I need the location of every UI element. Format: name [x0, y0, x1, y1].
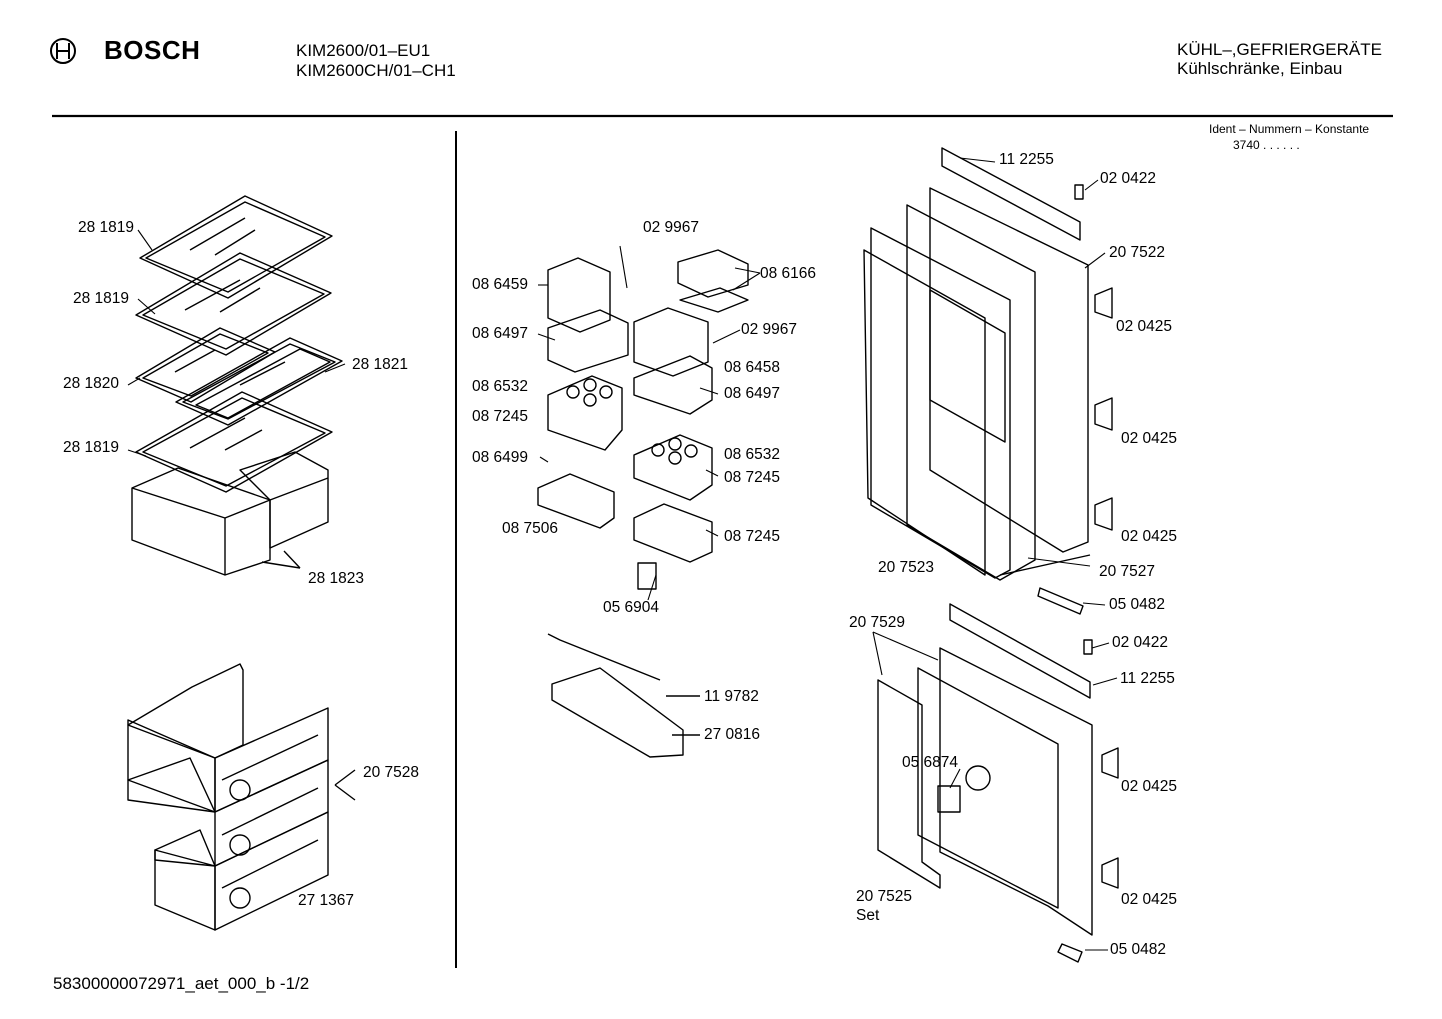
part-label: 02 0422	[1112, 634, 1169, 651]
part-label: 20 7523	[878, 559, 935, 576]
part-label: 08 6499	[472, 449, 529, 466]
part-label: 20 7525	[856, 888, 913, 905]
part-label: 08 7245	[724, 528, 781, 545]
part-label: 28 1823	[308, 570, 365, 587]
glass-shelf-bottom	[135, 391, 333, 493]
part-label: 28 1820	[63, 375, 120, 392]
part-label: 08 6532	[472, 378, 529, 395]
part-label: 11 2255	[1120, 670, 1175, 687]
part-label: 02 9967	[741, 321, 798, 338]
leader-lines	[127, 157, 1118, 951]
drawers	[127, 663, 356, 931]
part-label: 08 7506	[502, 520, 559, 537]
document-id: 58300000072971_aet_000_b -1/2	[53, 974, 310, 993]
subcategory-title: Kühlschränke, Einbau	[1177, 59, 1343, 78]
part-label: 20 7528	[363, 764, 420, 781]
part-label: 02 0425	[1121, 778, 1178, 795]
part-label: 02 0425	[1121, 430, 1178, 447]
model-2: KIM2600CH/01–CH1	[296, 61, 456, 80]
part-label: 20 7522	[1109, 244, 1166, 261]
part-label: 02 0425	[1121, 891, 1178, 908]
glass-shelf-small	[175, 337, 343, 426]
part-label: 02 9967	[643, 219, 700, 236]
part-label: 08 6459	[472, 276, 529, 293]
part-label: 05 6904	[603, 599, 660, 616]
part-label: 08 7245	[472, 408, 529, 425]
part-label: 05 6874	[902, 754, 959, 771]
part-label: 20 7529	[849, 614, 906, 631]
part-label: 11 9782	[704, 688, 759, 705]
door-boxes	[537, 249, 749, 758]
glass-shelf-top	[139, 195, 333, 299]
ident-value: 3740 . . . . . .	[1233, 138, 1300, 152]
ident-title: Ident – Nummern – Konstante	[1209, 122, 1370, 136]
category-title: KÜHL–,GEFRIERGERÄTE	[1177, 40, 1382, 59]
door-assembly	[863, 147, 1119, 963]
part-label: 27 1367	[298, 892, 355, 909]
part-label: 05 0482	[1109, 596, 1166, 613]
part-label: 08 6532	[724, 446, 781, 463]
crisper-boxes	[131, 451, 329, 576]
part-label: 08 6458	[724, 359, 781, 376]
part-label: 28 1821	[352, 356, 409, 373]
part-label: 02 0425	[1116, 318, 1173, 335]
part-label: 27 0816	[704, 726, 761, 743]
part-label: 20 7527	[1099, 563, 1156, 580]
brand-name: BOSCH	[104, 35, 201, 65]
part-label: 08 6166	[760, 265, 817, 282]
part-label: 02 0425	[1121, 528, 1178, 545]
part-label: Set	[856, 907, 880, 924]
part-label: 28 1819	[63, 439, 120, 456]
bosch-logo-icon	[50, 38, 76, 64]
part-label: 02 0422	[1100, 170, 1157, 187]
model-1: KIM2600/01–EU1	[296, 41, 431, 60]
part-label: 28 1819	[73, 290, 130, 307]
part-label: 05 0482	[1110, 941, 1167, 958]
part-label: 08 7245	[724, 469, 781, 486]
part-label: 08 6497	[472, 325, 529, 342]
part-label: 28 1819	[78, 219, 135, 236]
part-label: 11 2255	[999, 151, 1054, 168]
part-label: 08 6497	[724, 385, 781, 402]
